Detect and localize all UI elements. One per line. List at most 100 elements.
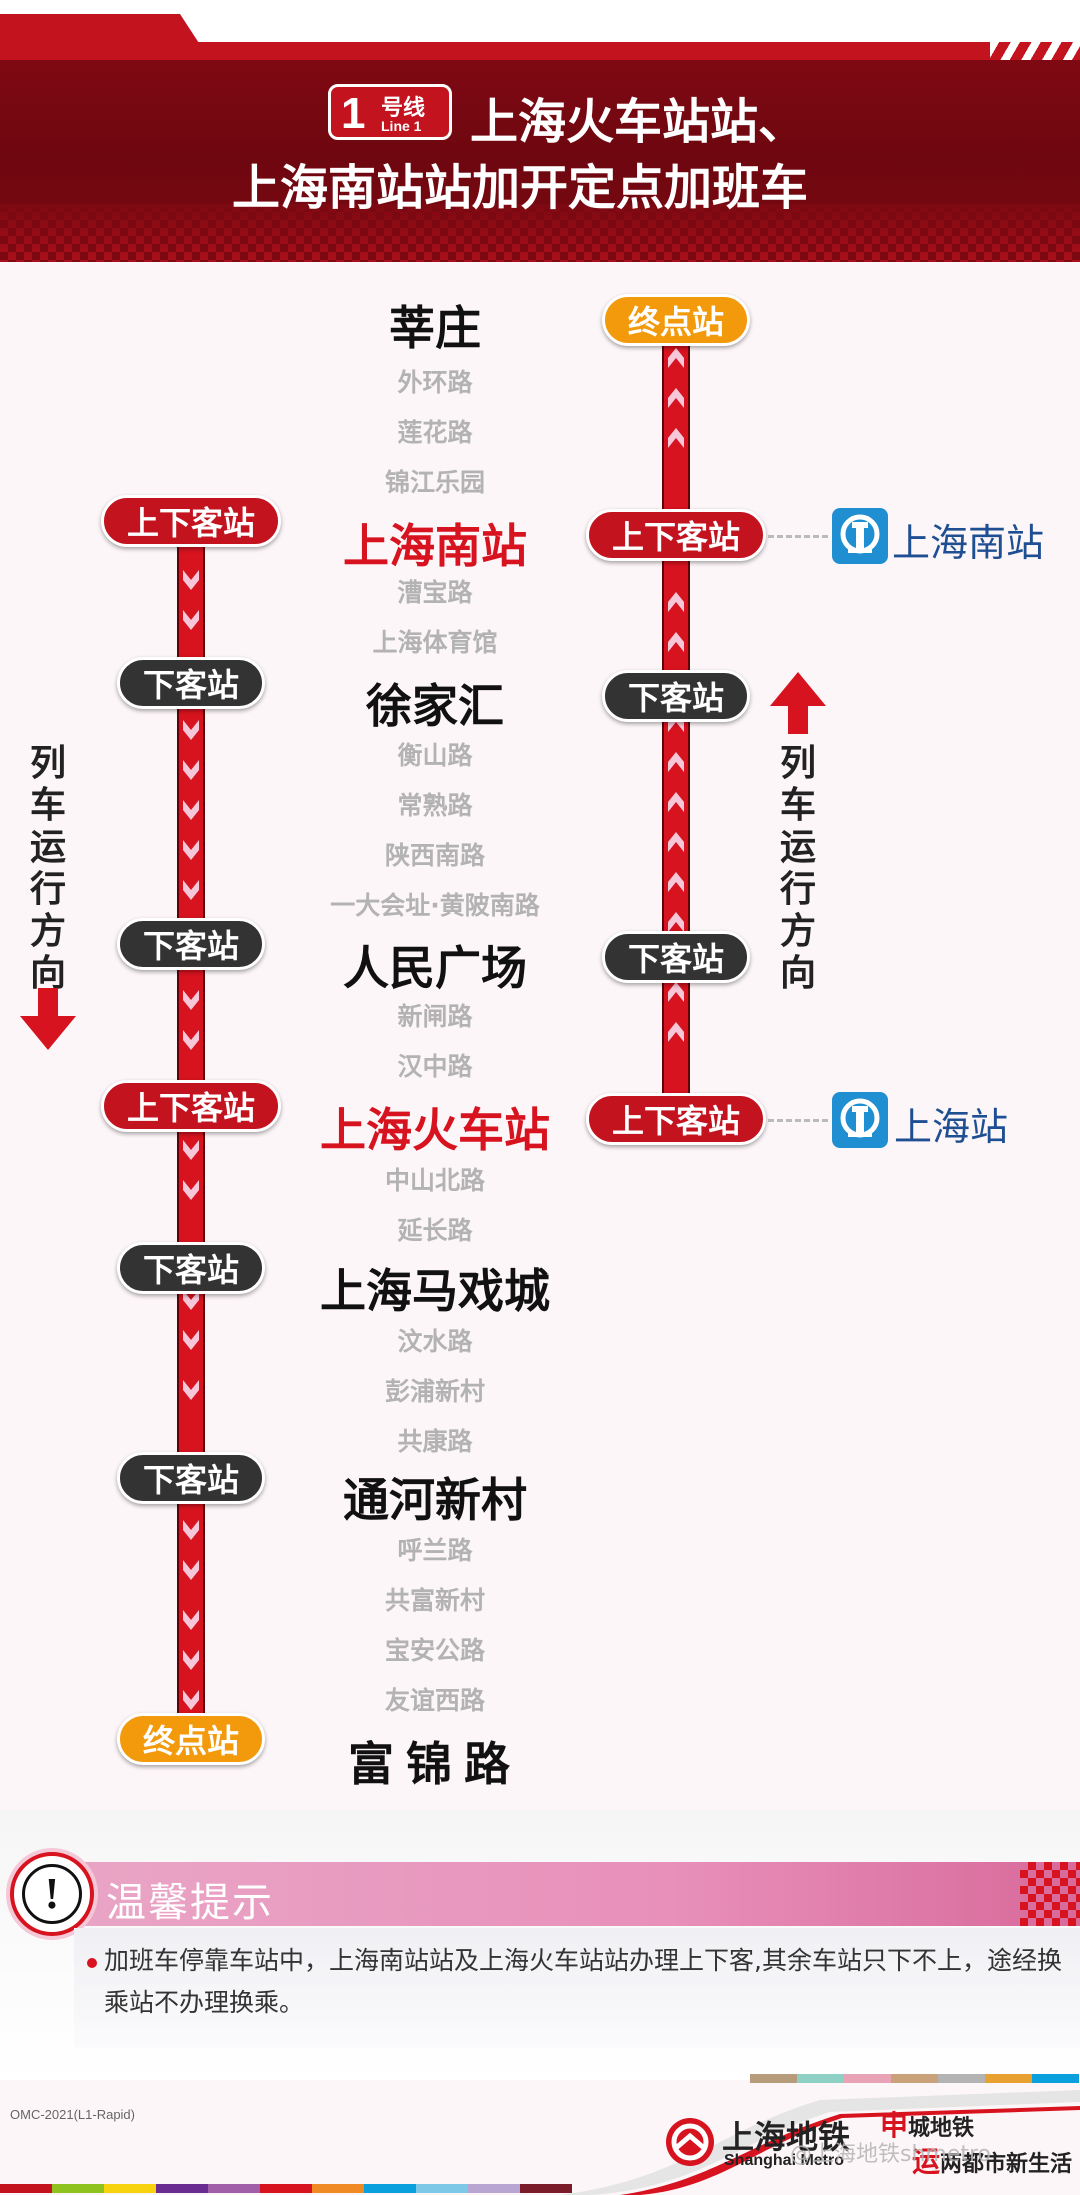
chevron-down-icon — [183, 720, 199, 740]
station-name-minor: 呼兰路 — [397, 1536, 473, 1565]
station-name-minor: 新闸路 — [397, 1002, 473, 1031]
station-name-minor: 衡山路 — [397, 741, 473, 770]
footer-stripe-segment — [312, 2184, 364, 2193]
station-name-minor: 友谊西路 — [384, 1686, 485, 1715]
chevron-down-icon — [183, 1520, 199, 1540]
header-stripes — [990, 42, 1080, 60]
chevron-down-icon — [183, 1560, 199, 1580]
direction-char: 列 — [29, 742, 66, 784]
slogan-line2: 运两都市新生活 — [912, 2145, 1073, 2178]
chevron-up-icon — [668, 592, 684, 612]
tip-panel — [74, 1928, 1080, 2048]
footer-curve — [560, 2090, 1080, 2195]
header-red-bar — [0, 42, 1080, 60]
chevron-up-icon — [668, 912, 684, 932]
station-name-minor: 一大会址·黄陂南路 — [330, 891, 540, 920]
station-name-minor: 锦江乐园 — [384, 468, 485, 497]
footer-stripe-segment — [104, 2184, 156, 2193]
station-name-major: 通河新村 — [343, 1473, 527, 1527]
connector-main — [768, 1119, 828, 1122]
direction-label-right: 列车运行方向 — [778, 742, 818, 994]
header-checker-fade — [0, 204, 1080, 262]
line-number: 1 — [341, 89, 366, 138]
chevron-down-icon — [183, 610, 199, 630]
chevron-up-icon — [668, 632, 684, 652]
footer-stripe-segment — [52, 2184, 104, 2193]
station-name-minor: 共康路 — [397, 1427, 473, 1456]
railway-station-south: 上海南站 — [892, 521, 1045, 565]
badge-alight-xujiahui-r: 下客站 — [602, 670, 750, 722]
station-name-major: 上海火车站 — [320, 1103, 550, 1157]
slogan-line1: 申城地铁 — [880, 2109, 975, 2142]
badge-board-alight-railway: 上下客站 — [101, 1080, 281, 1132]
footer-stripe-segment — [1032, 2074, 1079, 2083]
footer-stripe-segment — [468, 2184, 520, 2193]
bullet-dot — [87, 1958, 97, 1968]
footer-stripe-segment — [416, 2184, 468, 2193]
station-name-major: 上海马戏城 — [320, 1264, 550, 1318]
station-name-minor: 彭浦新村 — [384, 1377, 485, 1406]
direction-label-left: 列车运行方向 — [28, 742, 68, 994]
chevron-down-icon — [183, 570, 199, 590]
tip-band — [50, 1862, 1080, 1926]
badge-board-alight-railway-r: 上下客站 — [586, 1093, 766, 1145]
connector-south — [768, 535, 828, 538]
railway-icon — [832, 508, 888, 564]
station-name-major: 上海南站 — [343, 519, 527, 573]
chevron-down-icon — [183, 1610, 199, 1630]
chevron-down-icon — [183, 840, 199, 860]
footer-stripe-segment — [844, 2074, 891, 2083]
chevron-down-icon — [183, 760, 199, 780]
badge-alight-peoples-square: 下客站 — [117, 918, 265, 970]
logo-text-cn: 上海地铁 — [722, 2118, 851, 2156]
warning-icon: ! — [10, 1852, 94, 1936]
document-code: OMC-2021(L1-Rapid) — [10, 2107, 135, 2122]
badge-alight-xujiahui: 下客站 — [117, 657, 265, 709]
station-name-major: 富锦路 — [348, 1737, 522, 1791]
chevron-down-icon — [183, 800, 199, 820]
direction-char: 车 — [29, 784, 66, 826]
footer-stripe-segment — [208, 2184, 260, 2193]
footer-stripe-segment — [364, 2184, 416, 2193]
station-name-minor: 外环路 — [397, 368, 473, 397]
badge-board-alight-south-r: 上下客站 — [586, 509, 766, 561]
footer-stripe-segment — [797, 2074, 844, 2083]
direction-char: 车 — [779, 784, 816, 826]
chevron-up-icon — [668, 872, 684, 892]
footer-stripe-segment — [156, 2184, 208, 2193]
station-name-minor: 莲花路 — [397, 418, 473, 447]
chevron-down-icon — [183, 1180, 199, 1200]
direction-char: 行 — [29, 868, 66, 910]
station-name-major: 人民广场 — [343, 941, 527, 995]
chevron-down-icon — [183, 1650, 199, 1670]
station-name-minor: 汶水路 — [397, 1327, 473, 1356]
direction-char: 向 — [29, 952, 66, 994]
tip-title: 温馨提示 — [106, 1880, 274, 1926]
station-name-major: 莘庄 — [389, 301, 481, 355]
badge-alight-tonghe: 下客站 — [117, 1452, 265, 1504]
line-label-cn: 号线 — [381, 96, 426, 121]
railway-station-main: 上海站 — [894, 1105, 1009, 1149]
station-name-minor: 陕西南路 — [384, 841, 485, 870]
badge-board-alight-south: 上下客站 — [101, 495, 281, 547]
chevron-down-icon — [183, 1330, 199, 1350]
station-name-major: 徐家汇 — [366, 679, 504, 733]
left-route-bar — [177, 540, 205, 1730]
chevron-up-icon — [668, 348, 684, 368]
chevron-up-icon — [668, 752, 684, 772]
watermark: @上海地铁shmetro — [790, 2142, 992, 2167]
station-name-minor: 延长路 — [397, 1216, 473, 1245]
logo-text-en: Shanghai Metro — [724, 2152, 845, 2169]
direction-char: 运 — [779, 826, 816, 868]
chevron-down-icon — [183, 1030, 199, 1050]
footer-stripe-segment — [938, 2074, 985, 2083]
station-name-minor: 共富新村 — [384, 1586, 485, 1615]
header: 1 号线 Line 1 上海火车站站、 上海南站站加开定点加班车 — [0, 0, 1080, 262]
chevron-up-icon — [668, 792, 684, 812]
badge-alight-circus: 下客站 — [117, 1242, 265, 1294]
chevron-down-icon — [183, 1290, 199, 1310]
chevron-down-icon — [183, 880, 199, 900]
chevron-down-icon — [183, 1690, 199, 1710]
badge-terminal-xinzhuang: 终点站 — [602, 294, 750, 346]
